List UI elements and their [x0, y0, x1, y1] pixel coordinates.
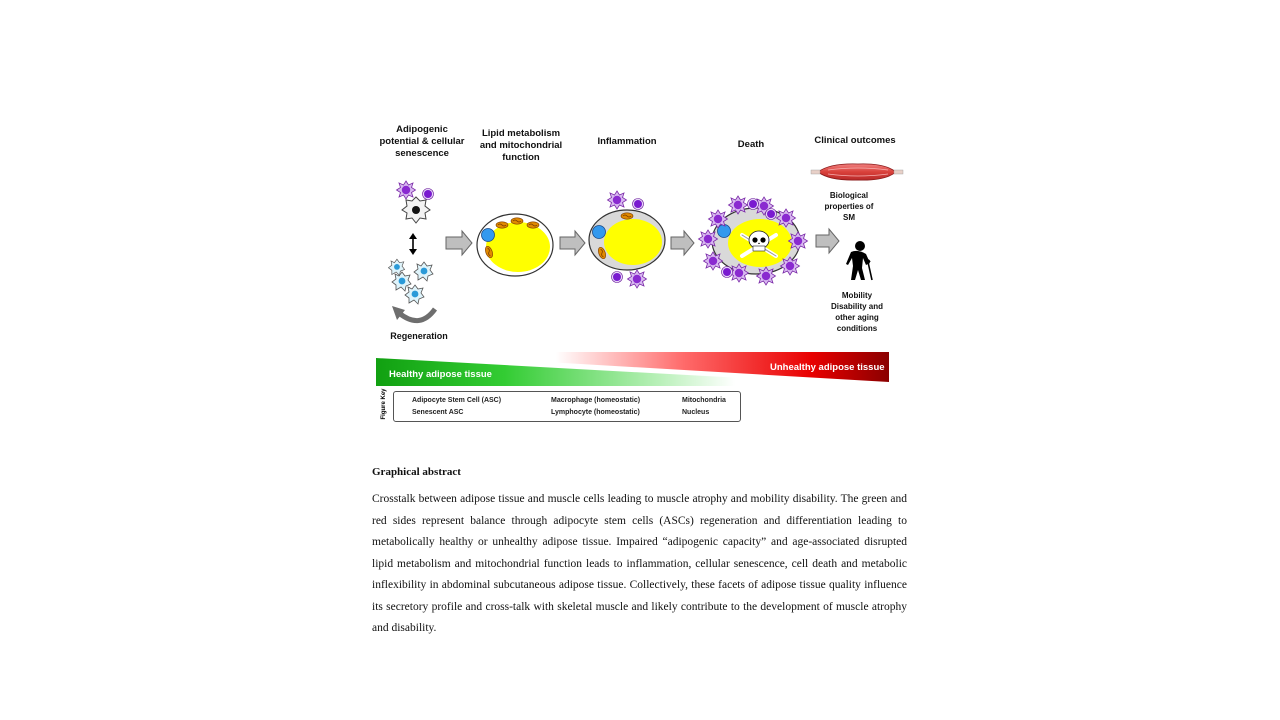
figure-key-box [393, 391, 741, 422]
biological-properties-label: Biological properties of SM [824, 191, 874, 222]
key-asc-label: Adipocyte Stem Cell (ASC) [412, 397, 502, 404]
key-senescent-asc-label: Senescent ASC [412, 409, 464, 416]
stage-arrow-icon [670, 229, 695, 257]
regeneration-label: Regeneration [390, 331, 448, 341]
muscle-icon [810, 163, 904, 181]
unhealthy-adipose-label: Unhealthy adipose tissue [770, 362, 885, 373]
key-mitochondria-label: Mitochondria [682, 397, 726, 404]
regeneration-arrow-icon [392, 306, 438, 323]
adipocyte-stage3 [588, 190, 666, 289]
macrophage-cell-stage1 [396, 180, 416, 200]
elderly-person-icon [846, 241, 873, 281]
stage-label-clinical: Clinical outcomes [814, 135, 896, 146]
stage-label-lipid: Lipid metabolism and mitochondrial funct… [479, 128, 563, 163]
adipose-gradient-bar [376, 352, 889, 386]
figure-key-title: Figure Key [381, 388, 387, 420]
key-lymphocyte-label: Lymphocyte (homeostatic) [551, 409, 640, 416]
healthy-adipose-label: Healthy adipose tissue [389, 369, 492, 380]
skull-icon [740, 230, 778, 258]
stage-arrow-icon [445, 229, 473, 257]
stage-label-adipogenic: Adipogenic potential & cellular senescen… [379, 124, 465, 159]
stage-arrow-icon [559, 229, 586, 257]
adipocyte-stage2 [476, 213, 554, 277]
key-macrophage-label: Macrophage (homeostatic) [551, 397, 641, 404]
stage-label-inflammation: Inflammation [597, 136, 657, 147]
senescent-asc-cell [401, 196, 431, 224]
asc-cluster [388, 258, 434, 305]
caption-title: Graphical abstract [372, 466, 461, 478]
bidirectional-arrow-icon [409, 233, 417, 255]
key-nucleus-label: Nucleus [682, 409, 710, 416]
stage-label-death: Death [737, 139, 765, 150]
lymphocyte-cell-stage1 [422, 188, 434, 200]
caption-text: Crosstalk between adipose tissue and mus… [372, 493, 907, 634]
stage-arrow-icon [815, 227, 840, 255]
mobility-disability-label: Mobility Disability and other aging cond… [830, 291, 883, 333]
